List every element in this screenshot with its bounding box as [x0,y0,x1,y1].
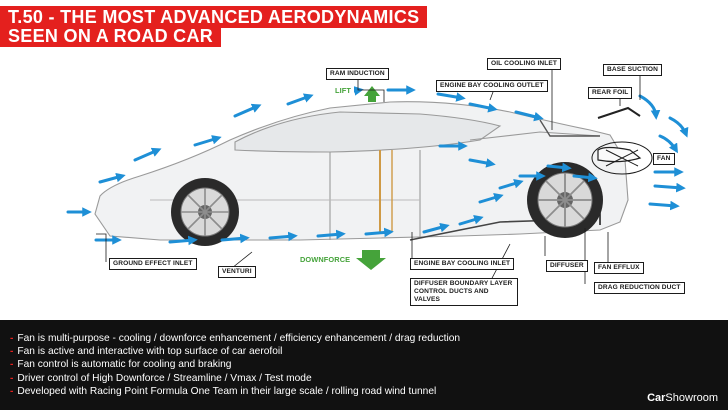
title-line-2: SEEN ON A ROAD CAR [0,25,222,47]
bullet-marker: - [10,385,14,397]
feature-text: Fan is multi-purpose - cooling / downfor… [17,333,461,344]
label-diffuser: DIFFUSER [546,260,588,272]
label-engine-bay-cooling-inlet: ENGINE BAY COOLING INLET [410,258,515,270]
label-drag-reduction-duct: DRAG REDUCTION DUCT [594,282,685,294]
downforce-arrow-icon [356,250,386,270]
bullet-marker: - [10,372,14,384]
feature-item: -Driver control of High Downforce / Stre… [10,372,460,385]
lift-arrow-icon [364,86,380,102]
feature-item: -Developed with Racing Point Formula One… [10,385,460,398]
bullet-marker: - [10,346,14,358]
label-diffuser-boundary-layer: DIFFUSER BOUNDARY LAYER CONTROL DUCTS AN… [410,278,518,306]
feature-text: Fan is active and interactive with top s… [17,346,283,358]
feature-text: Driver control of High Downforce / Strea… [17,372,312,384]
label-rear-foil: REAR FOIL [588,87,633,99]
front-wheel [171,178,239,246]
feature-item: -Fan is active and interactive with top … [10,345,460,358]
feature-item: -Fan control is automatic for cooling an… [10,358,460,371]
feature-text: Fan control is automatic for cooling and… [17,359,232,371]
feature-text: Developed with Racing Point Formula One … [17,385,437,397]
label-ram-induction: RAM INDUCTION [326,68,389,80]
label-ground-effect-inlet: GROUND EFFECT INLET [109,258,197,270]
label-engine-bay-cooling-outlet: ENGINE BAY COOLING OUTLET [436,80,548,92]
label-base-suction: BASE SUCTION [603,64,663,76]
rear-wheel [527,162,603,238]
label-fan-efflux: FAN EFFLUX [594,262,644,274]
feature-panel: -Fan is multi-purpose - cooling / downfo… [0,320,728,410]
label-venturi: VENTURI [218,266,256,278]
feature-item: -Fan is multi-purpose - cooling / downfo… [10,332,460,345]
feature-list: -Fan is multi-purpose - cooling / downfo… [10,332,460,398]
fan-unit [591,141,653,175]
bullet-marker: - [10,359,14,371]
brand-part-2: Showroom [665,392,718,404]
brand-part-1: Car [647,392,666,404]
brand-logo: CarShowroom [647,392,718,404]
label-fan: FAN [653,153,675,165]
title-line-1: T.50 - THE MOST ADVANCED AERODYNAMICS [0,6,428,28]
bullet-marker: - [10,333,14,344]
car-aero-diagram [66,66,689,284]
label-oil-cooling-inlet: OIL COOLING INLET [487,58,562,70]
airflow-arrows [66,85,689,246]
label-lift: LIFT [332,86,354,96]
label-downforce: DOWNFORCE [297,255,354,265]
